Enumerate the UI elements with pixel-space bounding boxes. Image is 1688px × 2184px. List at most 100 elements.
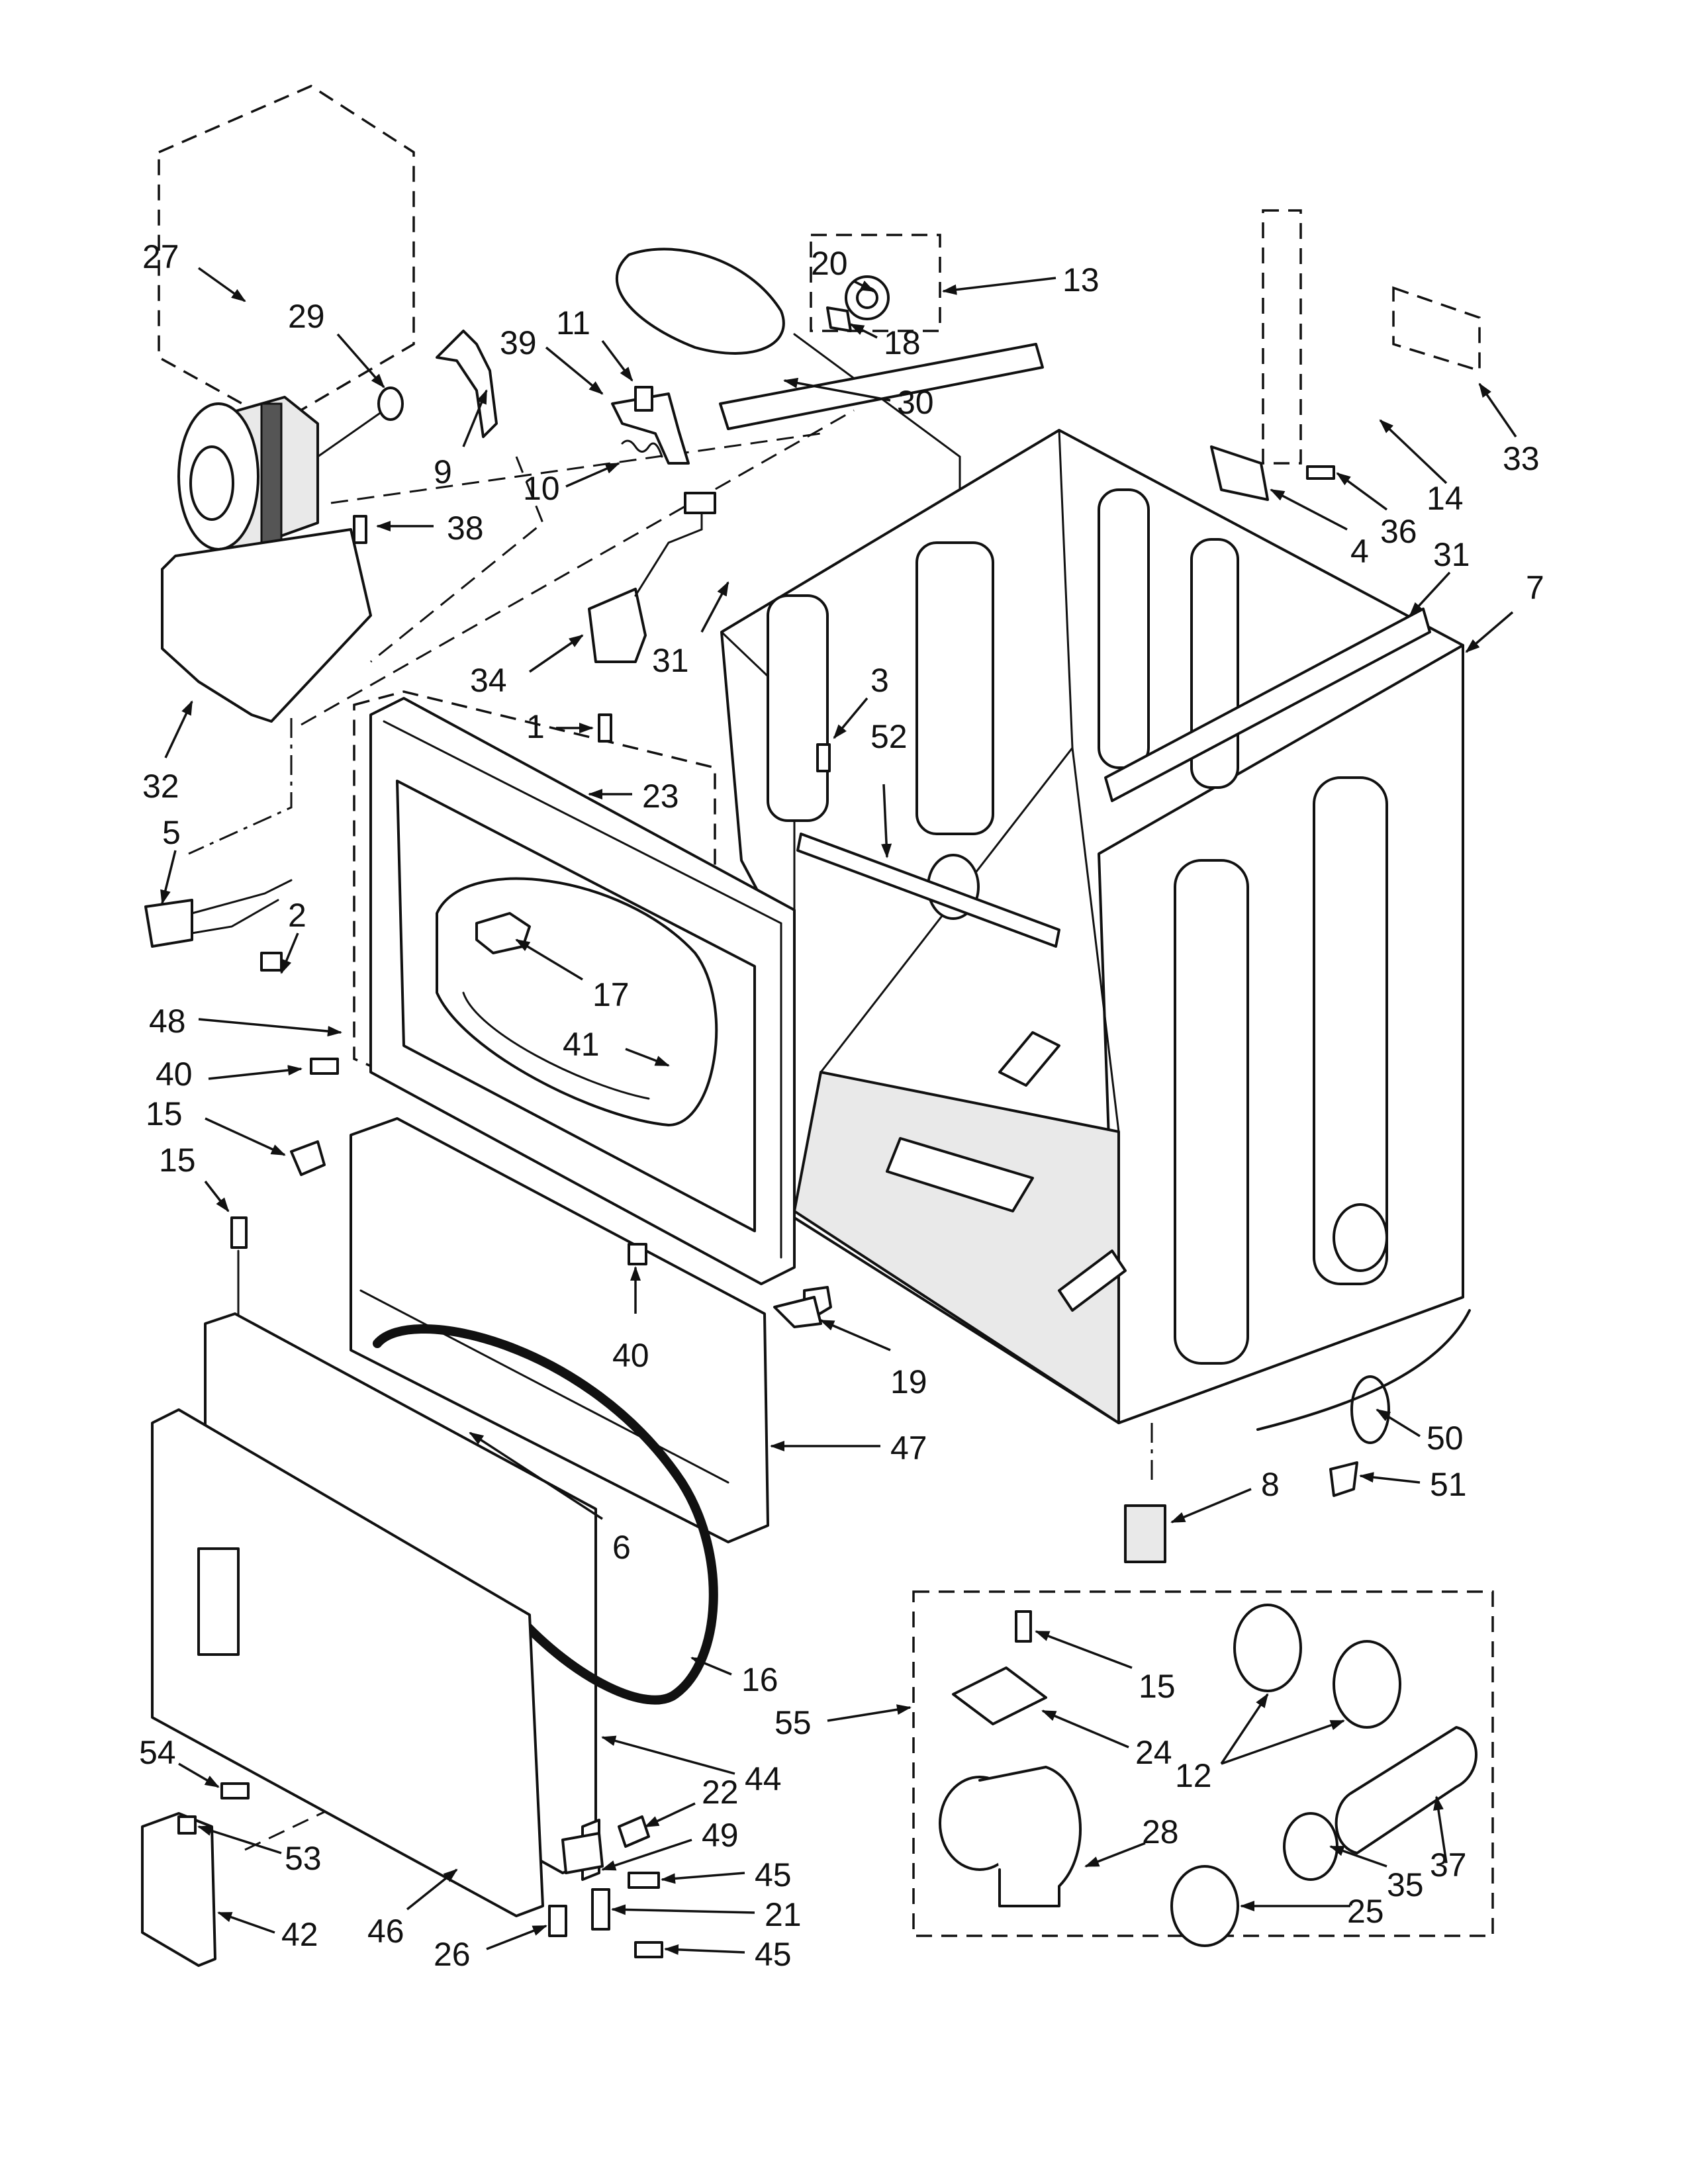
- callout-20: 20: [811, 245, 848, 282]
- leader-24: [1041, 1709, 1129, 1749]
- screw-38: [353, 515, 367, 544]
- leader-49: [601, 1839, 692, 1871]
- screw-3: [816, 743, 831, 772]
- leader-21: [611, 1904, 755, 1915]
- vent-hood-right: [1333, 1640, 1401, 1729]
- leader-10: [565, 462, 620, 488]
- screw-54: [220, 1782, 250, 1799]
- harness-to-cabinet-dashed-line: [330, 432, 821, 504]
- exhaust-ring: [1283, 1812, 1338, 1881]
- leader-48: [198, 1018, 342, 1037]
- callout-42: 42: [281, 1916, 318, 1953]
- drive-motor: [177, 396, 385, 557]
- leader-8: [1170, 1488, 1252, 1524]
- callout-31a: 31: [652, 642, 689, 679]
- callout-54: 54: [139, 1734, 176, 1771]
- callout-10: 10: [523, 470, 560, 507]
- wire-harness-5: [191, 899, 279, 934]
- leader-36: [1336, 472, 1388, 511]
- callout-32: 32: [142, 768, 179, 805]
- terminal-block-group-box: [1392, 286, 1481, 373]
- clip-22: [618, 1815, 650, 1848]
- leader-42: [217, 1911, 275, 1934]
- motor-clamp: [436, 330, 498, 438]
- leader-44: [601, 1735, 735, 1775]
- leader-14: [1379, 419, 1448, 484]
- callout-19: 19: [890, 1363, 927, 1400]
- bracket-21: [591, 1888, 610, 1931]
- callout-28: 28: [1142, 1813, 1179, 1850]
- callout-16: 16: [741, 1661, 778, 1698]
- callout-30: 30: [897, 384, 934, 421]
- callout-4: 4: [1350, 533, 1369, 570]
- callout-37: 37: [1430, 1846, 1467, 1884]
- leader-26: [486, 1925, 547, 1950]
- harness-plug: [144, 899, 193, 948]
- callout-15a: 15: [146, 1095, 183, 1132]
- callout-48: 48: [149, 1003, 186, 1040]
- callout-40b: 40: [612, 1337, 649, 1374]
- cord-clip: [1329, 1461, 1358, 1497]
- callout-15b: 15: [159, 1142, 196, 1179]
- leader-9: [462, 389, 488, 447]
- leader-52: [881, 784, 892, 858]
- leader-20: [853, 280, 875, 293]
- leader-51: [1359, 1472, 1421, 1484]
- leader-41: [625, 1048, 670, 1067]
- leader-37: [1433, 1796, 1448, 1864]
- harness-dashdot-line: [188, 718, 293, 855]
- clip-15b: [290, 1140, 326, 1176]
- exhaust-cover-plate: [952, 1666, 1047, 1725]
- toe-panel: [350, 1117, 769, 1543]
- motor-assembly-group-box: [158, 85, 415, 426]
- callout-33: 33: [1503, 440, 1540, 477]
- leader-12: [1220, 1693, 1269, 1764]
- screw-1: [598, 713, 612, 743]
- callout-45a: 45: [755, 1856, 792, 1893]
- motor-mount-dashed-line: [370, 456, 544, 663]
- callout-12: 12: [1175, 1757, 1212, 1794]
- leader-13: [942, 277, 1056, 295]
- callout-50: 50: [1427, 1420, 1464, 1457]
- motor-pulley: [377, 387, 404, 421]
- callout-45b: 45: [755, 1936, 792, 1973]
- callout-23: 23: [642, 778, 679, 815]
- leader-27: [197, 267, 246, 302]
- leader-16: [690, 1657, 732, 1676]
- outer-door: [151, 1408, 544, 1917]
- callout-14: 14: [1427, 480, 1464, 517]
- callout-47: 47: [890, 1430, 927, 1467]
- screw-11: [634, 386, 653, 412]
- callout-39: 39: [500, 324, 537, 361]
- leader-18: [849, 323, 878, 339]
- screw-45a: [628, 1872, 660, 1889]
- callout-36: 36: [1380, 513, 1417, 550]
- callout-53: 53: [285, 1840, 322, 1877]
- callout-17: 17: [592, 976, 630, 1013]
- door-handle: [141, 1812, 216, 1967]
- idler-arm-bracket: [611, 392, 690, 465]
- leader-33: [1478, 383, 1517, 437]
- clip-19: [773, 1296, 822, 1328]
- callout-40a: 40: [156, 1056, 193, 1093]
- callout-7: 7: [1526, 569, 1544, 606]
- leader-6: [469, 1432, 603, 1520]
- leader-30: [783, 377, 891, 402]
- callout-34: 34: [470, 662, 507, 699]
- leader-54: [178, 1762, 220, 1788]
- leader-4: [1270, 488, 1348, 531]
- burner-assembly-group-box: [1262, 209, 1302, 465]
- leader-15b: [204, 1180, 230, 1212]
- callout-52: 52: [870, 718, 908, 755]
- leader-40a: [208, 1065, 303, 1080]
- hinge-bracket: [561, 1832, 604, 1874]
- callout-1: 1: [526, 708, 545, 745]
- callout-31b: 31: [1433, 536, 1470, 573]
- leader-45a: [661, 1872, 745, 1884]
- callout-3: 3: [870, 662, 889, 699]
- leader-5: [160, 850, 177, 905]
- screw-36: [1306, 465, 1335, 480]
- screw-15c: [1015, 1610, 1032, 1643]
- vent-hood-left: [1233, 1604, 1302, 1692]
